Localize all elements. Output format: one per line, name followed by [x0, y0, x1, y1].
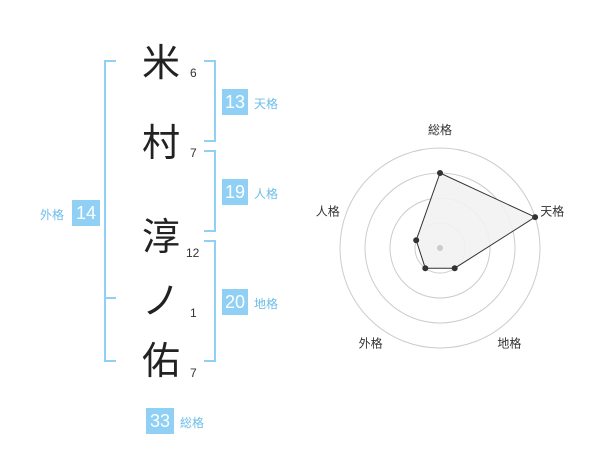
jinkaku-label: 人格: [254, 187, 279, 201]
stroke-count-1: 6: [190, 66, 197, 80]
soukaku-label: 総格: [180, 416, 205, 430]
radar-point: [413, 237, 420, 244]
radar-point: [437, 170, 443, 176]
name-char-2: 村: [141, 121, 180, 165]
radar-ring-4: [339, 147, 541, 349]
radar-point: [532, 214, 539, 221]
stroke-count-3: 12: [186, 246, 200, 260]
gaikaku-label: 外格: [40, 208, 65, 222]
radar-axis-label: 天格: [540, 204, 564, 219]
jinkaku-badge: 19: [222, 179, 248, 205]
name-char-1: 米: [141, 41, 180, 85]
radar-axis-label: 人格: [316, 204, 340, 219]
gaikaku-badge: 14: [72, 200, 100, 226]
radar-axis-label: 総格: [428, 122, 452, 137]
radar-axis-label: 地格: [497, 336, 521, 351]
stroke-count-2: 7: [190, 146, 197, 160]
tenkaku-badge: 13: [222, 89, 248, 115]
radar-point: [451, 265, 458, 272]
stroke-count-4: 1: [190, 306, 197, 320]
gaikaku-bracket: [104, 60, 116, 362]
name-char-5: 佑: [141, 339, 180, 383]
chikaku-bracket: [204, 240, 216, 362]
gaikaku-divider-tick: [104, 297, 116, 299]
name-char-3: 淳: [141, 215, 180, 259]
soukaku-badge: 33: [146, 408, 174, 434]
radar-polygon: [415, 172, 537, 269]
tenkaku-bracket: [204, 60, 216, 142]
radar-center-dot: [437, 245, 443, 251]
name-char-4: ノ: [141, 279, 180, 323]
radar-point: [422, 265, 429, 272]
jinkaku-bracket: [204, 150, 216, 232]
radar-axis-label: 外格: [359, 336, 383, 351]
chikaku-label: 地格: [254, 297, 279, 311]
stroke-count-5: 7: [190, 366, 197, 380]
chikaku-badge: 20: [222, 289, 248, 315]
tenkaku-label: 天格: [254, 97, 279, 111]
